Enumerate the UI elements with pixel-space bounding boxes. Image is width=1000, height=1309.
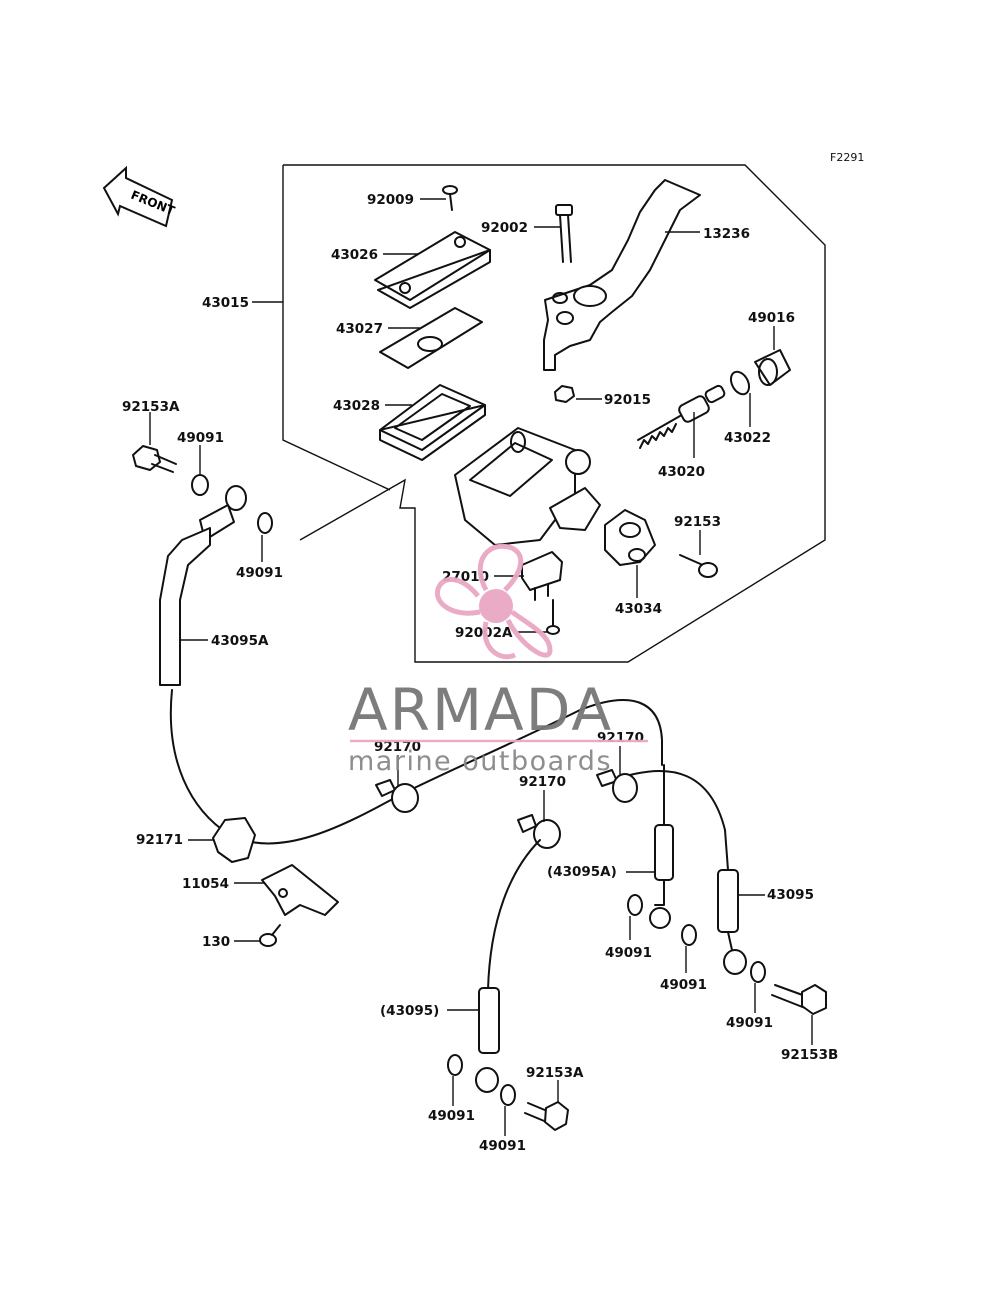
master-cylinder-body <box>454 427 601 546</box>
switch-screw <box>546 599 560 635</box>
washer-49091-b <box>257 512 273 534</box>
washer-49091-c <box>627 894 643 916</box>
watermark-tagline: marine outboards <box>348 746 612 777</box>
label-130: 130 <box>202 934 230 950</box>
label-92171: 92171 <box>136 832 183 848</box>
screw-92009 <box>442 185 458 211</box>
clamp-bolt <box>679 554 718 578</box>
label-43022: 43022 <box>724 430 771 446</box>
label-13236: 13236 <box>703 226 750 242</box>
hose-clamp-a <box>375 779 419 813</box>
label-43020: 43020 <box>658 464 705 480</box>
hose-clamp-c <box>517 814 561 849</box>
watermark: ARMADA marine outboards <box>348 543 648 777</box>
label-49091-g: 49091 <box>479 1138 526 1154</box>
label-92153b: 92153B <box>781 1047 838 1063</box>
label-92015: 92015 <box>604 392 651 408</box>
diagram-code: F2291 <box>830 151 864 164</box>
assembly-outline-left <box>282 165 391 491</box>
banjo-bolt-top <box>132 445 177 473</box>
hose-clamp-b <box>596 769 638 803</box>
label-43028: 43028 <box>333 398 380 414</box>
label-43095-paren: (43095) <box>380 1003 439 1019</box>
washer-49091-d <box>681 924 697 946</box>
assembly-outline <box>283 164 826 663</box>
hose-joint <box>212 817 256 863</box>
bracket-bolt <box>259 924 281 947</box>
label-43095a-paren: (43095A) <box>547 864 617 880</box>
washer-49091-g <box>500 1084 516 1106</box>
leader-lines <box>149 198 813 1136</box>
label-92002: 92002 <box>481 220 528 236</box>
label-43034: 43034 <box>615 601 662 617</box>
label-92153a-bottom: 92153A <box>526 1065 584 1081</box>
banjo-bolt-92153b <box>771 984 827 1015</box>
washer-49091-f <box>447 1054 463 1076</box>
washer-49091-e <box>750 961 766 983</box>
label-92170-a: 92170 <box>374 739 421 755</box>
label-92153: 92153 <box>674 514 721 530</box>
pivot-bolt <box>555 204 573 263</box>
label-43095: 43095 <box>767 887 814 903</box>
hose-bracket <box>261 864 339 916</box>
label-49091-b: 49091 <box>236 565 283 581</box>
clamp-bracket <box>604 509 656 566</box>
label-11054: 11054 <box>182 876 229 892</box>
propeller-logo-icon <box>435 543 553 660</box>
label-49016: 49016 <box>748 310 795 326</box>
lever-nut <box>554 385 575 403</box>
front-arrow-icon: FRONT <box>102 165 177 228</box>
brake-hose-43095-lower <box>475 839 541 1093</box>
label-49091-c: 49091 <box>605 945 652 961</box>
label-43026: 43026 <box>331 247 378 263</box>
label-43015: 43015 <box>202 295 249 311</box>
label-43027: 43027 <box>336 321 383 337</box>
label-49091-d: 49091 <box>660 977 707 993</box>
watermark-brand: ARMADA <box>348 676 613 744</box>
reservoir-cap <box>374 231 491 309</box>
piston-assembly <box>637 349 791 449</box>
label-43095a: 43095A <box>211 633 269 649</box>
label-49091-a: 49091 <box>177 430 224 446</box>
brake-switch <box>521 551 563 601</box>
washer-49091-a <box>191 474 209 496</box>
banjo-bolt-bottom <box>524 1101 569 1131</box>
diaphragm <box>379 384 486 461</box>
label-92170-c: 92170 <box>519 774 566 790</box>
label-92009: 92009 <box>367 192 414 208</box>
brake-hose-43095a-lower <box>649 764 674 929</box>
diaphragm-plate <box>379 307 483 369</box>
label-49091-e: 49091 <box>726 1015 773 1031</box>
label-49091-f: 49091 <box>428 1108 475 1124</box>
brake-hose-43095 <box>629 769 747 975</box>
brake-lever <box>543 179 701 371</box>
label-92153a-top: 92153A <box>122 399 180 415</box>
